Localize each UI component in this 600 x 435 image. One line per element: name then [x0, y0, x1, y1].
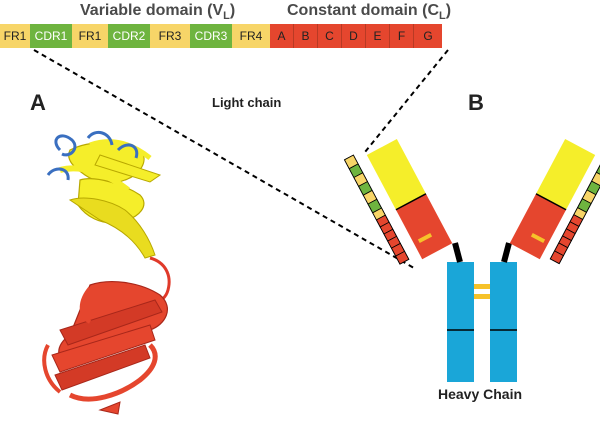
segment-fr1b: FR1	[72, 24, 108, 48]
variable-domain-sub: L	[223, 10, 230, 23]
segment-f: F	[390, 24, 414, 48]
segment-g: G	[414, 24, 442, 48]
constant-domain-text: Constant domain (C	[287, 2, 439, 19]
panel-a-label: A	[30, 90, 46, 115]
segment-cdr3: CDR3	[190, 24, 232, 48]
constant-domain-close: )	[445, 2, 452, 19]
segment-e: E	[366, 24, 390, 48]
heavy-chain-label: Heavy Chain	[438, 386, 523, 402]
segment-b: B	[294, 24, 318, 48]
light-chain-ribbon-structure	[42, 130, 171, 415]
dashed-connector-right	[364, 49, 449, 153]
constant-domain-title: Constant domain (CL)	[287, 2, 451, 22]
dashed-connector-left	[33, 49, 415, 269]
antibody-schematic	[343, 139, 600, 382]
segment-cdr2: CDR2	[108, 24, 150, 48]
heavy-chain-left	[447, 262, 474, 382]
variable-domain-text: Variable domain (V	[80, 2, 224, 19]
segment-fr1: FR1	[0, 24, 30, 48]
constant-domain-sub: L	[439, 10, 446, 23]
light-chain-label: Light chain	[212, 95, 282, 110]
variable-domain-close: )	[229, 2, 236, 19]
variable-domain-title: Variable domain (VL)	[80, 2, 235, 22]
segment-a: A	[270, 24, 294, 48]
segment-c: C	[318, 24, 342, 48]
segment-fr3: FR3	[150, 24, 190, 48]
segment-d: D	[342, 24, 366, 48]
heavy-chain-right	[490, 262, 517, 382]
panel-b-label: B	[468, 90, 484, 115]
domain-sequence-strip: FR1 CDR1 FR1 CDR2 FR3 CDR3 FR4 A B C D E…	[0, 24, 442, 48]
segment-cdr1: CDR1	[30, 24, 72, 48]
segment-fr4: FR4	[232, 24, 270, 48]
